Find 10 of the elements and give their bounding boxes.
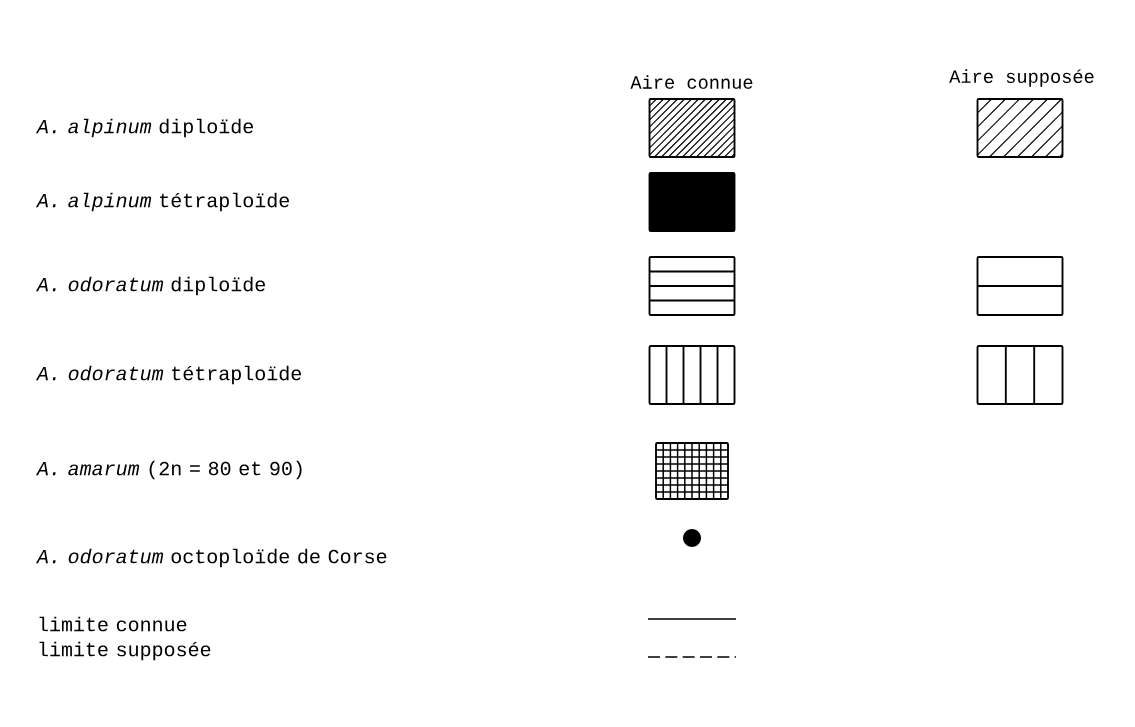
legend-label: A. amarum (2n = 80 et 90) [35,460,302,480]
column-heading: Aire supposée [949,69,1094,87]
legend-label: A. odoratum octoploïde de Corse [35,548,387,568]
legend-label: A. odoratum tétraploïde [35,365,301,385]
legend-label: A. alpinum diploïde [35,118,253,138]
legend-label: limite connue [39,616,187,632]
legend-label: limite supposée [39,641,211,661]
column-heading: Aire connue [630,75,753,89]
legend-label: A. alpinum tétraploïde [35,192,289,212]
legend-label: A. odoratum diploïde [35,276,265,296]
